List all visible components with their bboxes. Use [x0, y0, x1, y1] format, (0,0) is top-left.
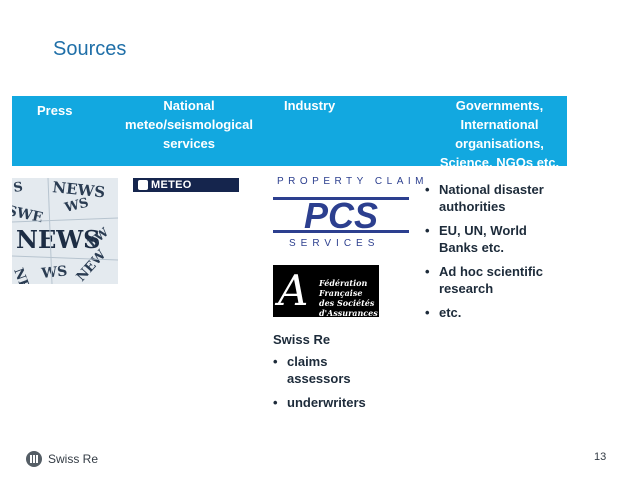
pcs-mark-icon: PCS	[273, 195, 409, 235]
list-item: National disaster authorities	[425, 181, 550, 215]
list-item: EU, UN, World Banks etc.	[425, 222, 550, 256]
svg-text:WS: WS	[40, 263, 68, 282]
pcs-top-text: PROPERTY CLAIM	[277, 176, 428, 187]
svg-text:WS: WS	[62, 196, 90, 217]
ffsa-logo: A Fédération Française des Sociétés d'As…	[273, 265, 379, 317]
ffsa-text: Fédération Française des Sociétés d'Assu…	[319, 278, 378, 317]
swiss-re-emblem-icon	[26, 451, 42, 467]
list-item: Ad hoc scientific research	[425, 263, 550, 297]
meteo-france-label: METEO FRANCE	[151, 179, 199, 205]
header-press: Press	[37, 103, 73, 118]
svg-text:PCS: PCS	[304, 195, 378, 235]
header-governments: Governments, International organisations…	[439, 98, 560, 170]
footer-company-name: Swiss Re	[48, 452, 99, 466]
list-item: etc.	[425, 304, 550, 321]
ffsa-letter: A	[278, 266, 309, 315]
svg-text:NEWS: NEWS	[16, 225, 101, 254]
svg-text:NEWS: NEWS	[52, 178, 106, 201]
industry-list: claims assessors underwriters	[273, 353, 383, 418]
pcs-bottom-text: SERVICES	[289, 238, 380, 249]
news-newspaper-image: S NEWS SWE WS NEWS EW NE WS NEW	[12, 178, 118, 284]
column-header-band: Press National meteo/seismological servi…	[12, 96, 567, 170]
governments-list: National disaster authorities EU, UN, Wo…	[425, 181, 550, 328]
header-meteo: National meteo/seismological services	[125, 98, 253, 151]
list-item: underwriters	[273, 394, 383, 411]
slide-title: Sources	[53, 38, 127, 60]
header-industry: Industry	[284, 98, 336, 113]
meteo-france-logo: METEO FRANCE	[133, 178, 239, 205]
page-number: 13	[594, 451, 607, 463]
svg-text:SWE: SWE	[12, 203, 44, 226]
industry-swiss-re-label: Swiss Re	[273, 332, 331, 347]
list-item: claims assessors	[273, 353, 383, 387]
meteo-france-mark-icon	[138, 180, 148, 190]
pcs-logo: PROPERTY CLAIM PCS SERVICES	[273, 176, 424, 250]
svg-text:NE: NE	[12, 266, 32, 284]
svg-text:S: S	[12, 180, 23, 196]
